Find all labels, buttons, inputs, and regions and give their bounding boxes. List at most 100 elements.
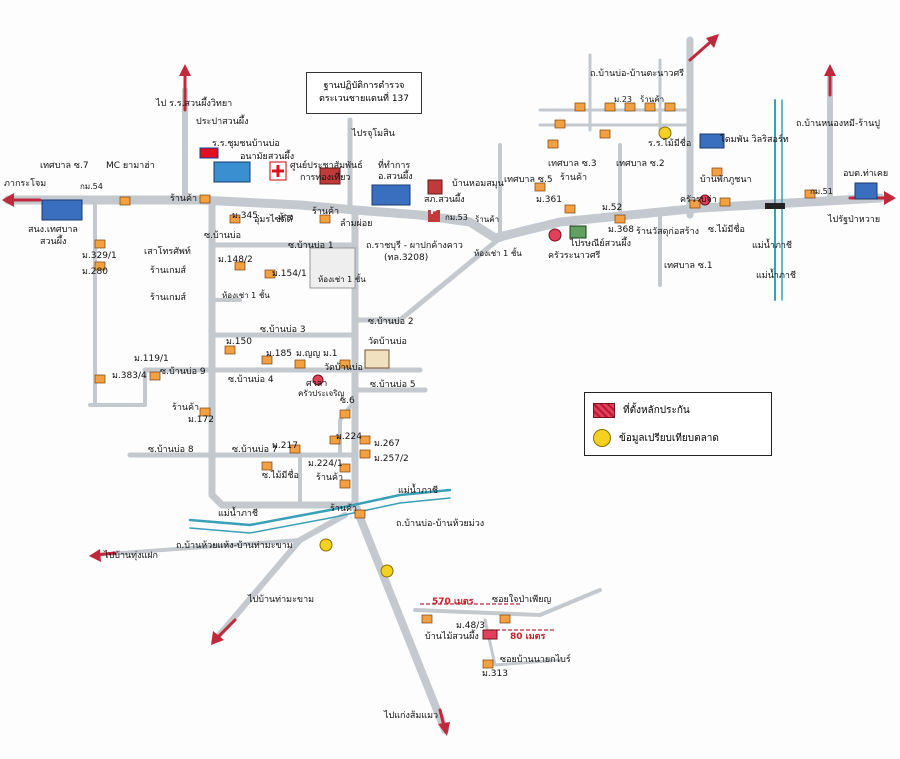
label-soi-mai-chue-2: ซ.ไม้มีชื่อ <box>708 225 745 235</box>
label-shop-s5: ร้านค้า <box>640 95 665 104</box>
banbo-road-vertical <box>208 201 359 509</box>
label-to-khuntan: ไปรจุโมสิน <box>352 129 395 139</box>
label-km53: กม.53 <box>445 213 468 222</box>
park-sign-box <box>428 210 440 222</box>
label-suan-phueng: สวนผึ้ง <box>40 237 67 247</box>
red-cross-icon <box>272 165 284 177</box>
label-soi-banbo-4: ซ.บ้านบ่อ 4 <box>228 375 274 385</box>
legend-market-label: ข้อมูลเปรียบเทียบตลาด <box>619 432 719 444</box>
label-soi-banbo-9: ซ.บ้านบ่อ 9 <box>160 367 206 377</box>
label-ban-mai-suanphueng: บ้านไม้สวนผึ้ง <box>425 632 479 642</box>
label-rs-chumchon: ร.ร.ชุมชนบ้านบ่อ <box>212 139 280 149</box>
arrowhead-east <box>884 191 896 205</box>
label-shop-house: ร้านค้า <box>312 207 340 217</box>
building-resort <box>699 133 725 149</box>
label-u185: ม.185 <box>266 349 292 359</box>
legend-market-row: ข้อมูลเปรียบเทียบตลาด <box>593 429 719 447</box>
label-mun3: เทศบาล ซ.3 <box>548 159 597 169</box>
label-river-phachi: แม่น้ำภาชี <box>218 509 259 519</box>
building-police <box>427 179 443 195</box>
label-u52: ม.52 <box>602 203 623 213</box>
label-post-office: ไปรษณีย์สวนผึ้ง <box>570 239 631 249</box>
title-line-2: ตระเวนชายแดนที่ 137 <box>319 94 409 104</box>
border-patrol-base-title: ฐานปฏิบัติการตำรวจ ตระเวนชายแดนที่ 137 <box>306 72 422 114</box>
label-u-yai: ม.ญญ ม.1 <box>296 349 338 359</box>
label-phone-shop: เสาโทรศัพท์ <box>144 247 191 257</box>
label-road-ratchaburi: ถ.ราชบุรี - ผาปกค้างคาว <box>366 241 463 251</box>
label-to-bansong: ไปบ้านทุ่งแฝก <box>104 551 159 561</box>
label-to-kaeng-sian: ไปแก่งส้มแมว <box>384 711 439 721</box>
label-shop-s2: ร้านค้า <box>316 473 344 483</box>
building-ampur <box>371 184 411 206</box>
label-soi-banbo-1: ซ.บ้านบ่อ 1 <box>288 241 334 251</box>
label-shop-s3: ร้านค้า <box>475 215 500 224</box>
market-marker-3 <box>658 126 672 140</box>
label-soi-jaiyaphum: ซอยใจป่าเพียญ <box>492 595 552 605</box>
label-park-sign: P <box>430 206 438 217</box>
market-marker-1 <box>319 538 333 552</box>
label-to-rrs: ไป ร.ร.สวนผึ้งวิทยา <box>156 99 233 109</box>
legend-collateral-label: ที่ตั้งหลักประกัน <box>623 405 690 416</box>
label-soi-6: ซ.6 <box>340 396 355 406</box>
label-kurap: ครัวรบจ่า <box>680 195 717 205</box>
title-line-1: ฐานปฏิบัติการตำรวจ <box>323 81 405 91</box>
building-obt <box>854 182 878 200</box>
label-u23: ม.23 <box>614 95 632 104</box>
label-mun7: เทศบาล ซ.7 <box>40 161 89 171</box>
arrowhead-west-south <box>89 549 101 562</box>
label-u150: ม.150 <box>226 337 252 347</box>
collateral-swatch-icon <box>593 403 615 418</box>
label-u280: ม.280 <box>82 267 108 277</box>
arrowhead-north-2 <box>706 34 719 48</box>
building-post <box>569 225 587 239</box>
arrowhead-southwest <box>211 631 224 645</box>
label-u48-3: ม.48/3 <box>456 621 486 631</box>
label-resort: โดมพัน วิลริสอร์ท <box>720 135 789 145</box>
west-southwest <box>93 538 302 557</box>
arrowhead-west <box>2 193 14 207</box>
label-u383-4: ม.383/4 <box>112 371 147 381</box>
label-u224: ม.224 <box>336 432 362 442</box>
label-mc-yamaha: MC ยามาฮ่า <box>106 161 155 171</box>
label-u172: ม.172 <box>188 415 214 425</box>
river-main <box>188 488 452 527</box>
label-distance-80: 80 เมตร <box>510 632 546 642</box>
label-road-banbo-huay: ถ.บ้านบ่อ-บ้านห้วยม่วง <box>396 519 485 529</box>
label-soi-banbo: ซ.บ้านบ่อ <box>204 231 242 241</box>
label-lamyai: ลำมผ่อย <box>340 219 373 229</box>
arrowhead-south <box>438 722 450 736</box>
label-u119-1: ม.119/1 <box>134 354 169 364</box>
label-ban-phuchat: บ้านพักภูชนา <box>700 175 752 185</box>
legend-collateral-row: ที่ตั้งหลักประกัน <box>593 403 690 418</box>
label-road-huay-sai: ถ.บ้านห้วยแห้ง-บ้านท่ามะขาม <box>176 541 293 551</box>
label-u217: ม.217 <box>272 441 298 451</box>
label-u345: ม.345 <box>232 211 258 221</box>
building-school <box>213 161 251 183</box>
label-mun2: เทศบาล ซ.2 <box>616 159 665 169</box>
label-tesaban-office: สนง.เทศบาล <box>28 225 78 235</box>
label-ban-homsamun: บ้านหอมสมุน <box>452 179 504 189</box>
label-u267: ม.267 <box>374 439 400 449</box>
label-obt-thalay: อบต.ท่าเคย <box>843 169 889 179</box>
label-shop-s1: ร้านค้า <box>172 403 200 413</box>
label-u154-1: ม.154/1 <box>272 269 307 279</box>
label-u224-1: ม.224/1 <box>308 459 343 469</box>
label-river-right: แม่น้ำภาชี <box>752 241 793 251</box>
label-river-phachi-2: แม่น้ำภาชี <box>398 486 439 496</box>
label-to-khaokhaeng: ไปบ้านท่ามะขาม <box>248 595 315 605</box>
label-mun1: เทศบาล ซ.1 <box>664 261 713 271</box>
label-house-rent: ห้องเช่า 1 ชั้น <box>474 249 522 258</box>
label-mun5: เทศบาล ซ.5 <box>504 175 553 185</box>
label-road-north: ถ.บ้านหนองหมี-ร้านปู <box>796 119 880 129</box>
label-mai-chue-school: ร.ร.ไม้มีชื่อ <box>648 139 692 149</box>
label-game-shop-2: ร้านเกมส์ <box>150 293 186 303</box>
building-wat <box>364 349 390 369</box>
building-tesaban <box>41 199 83 221</box>
label-river-main: แม่น้ำภาชี <box>756 271 797 281</box>
label-shop-front: ร้านค้า <box>170 194 198 204</box>
collateral-dot-4 <box>312 374 324 386</box>
arrowhead-north-1 <box>179 64 191 76</box>
label-u361: ม.361 <box>536 195 562 205</box>
